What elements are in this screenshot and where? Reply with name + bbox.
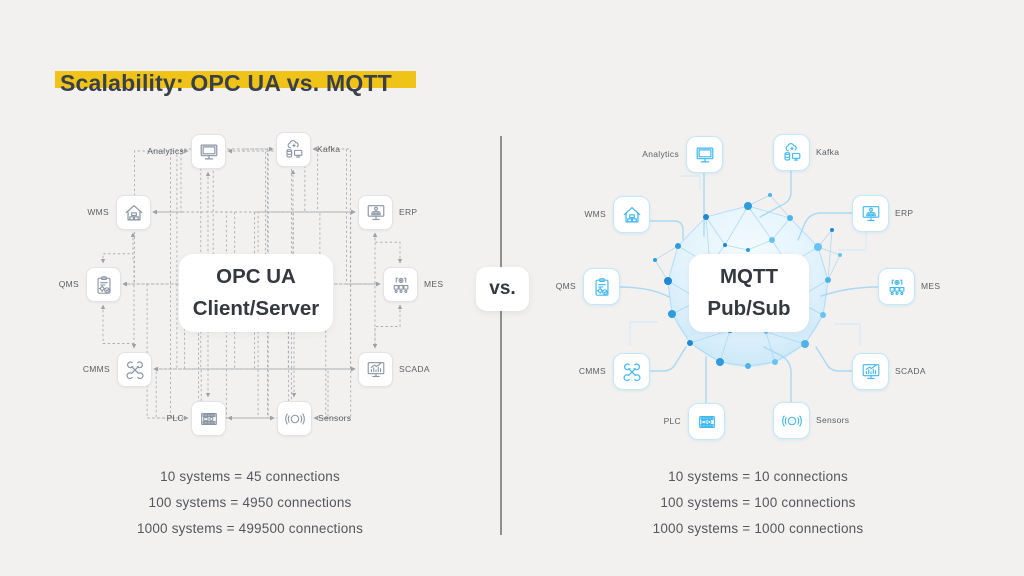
- mes-icon: [390, 274, 412, 296]
- left-stats: 10 systems = 45 connections 100 systems …: [50, 464, 450, 542]
- stat-line: 1000 systems = 1000 connections: [652, 521, 864, 536]
- right-stats: 10 systems = 10 connections 100 systems …: [558, 464, 958, 542]
- node-sensors: [277, 401, 312, 436]
- stat-line: 10 systems = 45 connections: [160, 469, 340, 484]
- kafka-icon: [283, 139, 305, 161]
- erp-icon: [365, 202, 387, 224]
- analytics-icon: [198, 141, 220, 163]
- node-scada: [358, 352, 393, 387]
- node-label: ERP: [895, 208, 914, 218]
- node-qms: [583, 268, 620, 305]
- node-label: Kafka: [317, 144, 341, 154]
- stat-line: 10 systems = 10 connections: [668, 469, 848, 484]
- node-label: ERP: [399, 207, 418, 217]
- stat-line: 1000 systems = 499500 connections: [136, 521, 364, 536]
- wms-icon: [123, 202, 145, 224]
- node-label: Analytics: [147, 146, 184, 156]
- qms-icon: [93, 274, 115, 296]
- opcua-heading: OPC UA Client/Server: [179, 254, 333, 332]
- node-plc: [688, 403, 725, 440]
- node-cmms: [117, 352, 152, 387]
- node-erp: [358, 195, 393, 230]
- node-label: Analytics: [642, 149, 679, 159]
- node-analytics: [191, 134, 226, 169]
- node-label: CMMS: [578, 366, 606, 376]
- node-wms: [116, 195, 151, 230]
- vs-label: vs.: [489, 278, 516, 299]
- node-kafka: [773, 134, 810, 171]
- qms-icon: [591, 276, 613, 298]
- divider-line: [500, 136, 502, 535]
- mqtt-heading-line1: MQTT: [719, 265, 779, 288]
- node-label: QMS: [555, 281, 576, 291]
- scada-icon: [860, 361, 882, 383]
- node-qms: [86, 267, 121, 302]
- node-label: Sensors: [318, 413, 352, 423]
- stat-line: 100 systems = 4950 connections: [148, 495, 352, 510]
- node-erp: [852, 195, 889, 232]
- node-label: Sensors: [816, 415, 850, 425]
- node-kafka: [276, 132, 311, 167]
- node-label: MES: [921, 281, 941, 291]
- wms-icon: [621, 204, 643, 226]
- node-label: Kafka: [816, 147, 840, 157]
- sensors-icon: [284, 408, 306, 430]
- sensors-icon: [781, 410, 803, 432]
- opcua-heading-line2: Client/Server: [192, 297, 320, 320]
- vs-badge: vs.: [476, 267, 529, 311]
- node-cmms: [613, 353, 650, 390]
- mqtt-heading-line2: Pub/Sub: [707, 297, 791, 320]
- scada-icon: [365, 359, 387, 381]
- node-wms: [613, 196, 650, 233]
- node-label: SCADA: [399, 364, 430, 374]
- node-plc: [191, 401, 226, 436]
- title-highlight: [55, 71, 416, 88]
- node-label: WMS: [87, 207, 109, 217]
- analytics-icon: [694, 144, 716, 166]
- node-label: MES: [424, 279, 444, 289]
- cmms-icon: [124, 359, 146, 381]
- node-label: CMMS: [82, 364, 110, 374]
- mes-icon: [886, 276, 908, 298]
- node-label: SCADA: [895, 366, 926, 376]
- node-analytics: [686, 136, 723, 173]
- page-title: Scalability: OPC UA vs. MQTT: [60, 70, 392, 97]
- plc-icon: [198, 408, 220, 430]
- node-mes: [383, 267, 418, 302]
- node-label: PLC: [166, 413, 184, 423]
- node-label: QMS: [58, 279, 79, 289]
- erp-icon: [860, 203, 882, 225]
- node-sensors: [773, 402, 810, 439]
- plc-icon: [696, 411, 718, 433]
- kafka-icon: [781, 142, 803, 164]
- node-label: PLC: [663, 416, 681, 426]
- opcua-heading-line1: OPC UA: [216, 265, 296, 288]
- cmms-icon: [621, 361, 643, 383]
- stat-line: 100 systems = 100 connections: [660, 495, 856, 510]
- node-mes: [878, 268, 915, 305]
- node-label: WMS: [584, 209, 606, 219]
- node-scada: [852, 353, 889, 390]
- mqtt-heading: MQTT Pub/Sub: [689, 254, 809, 332]
